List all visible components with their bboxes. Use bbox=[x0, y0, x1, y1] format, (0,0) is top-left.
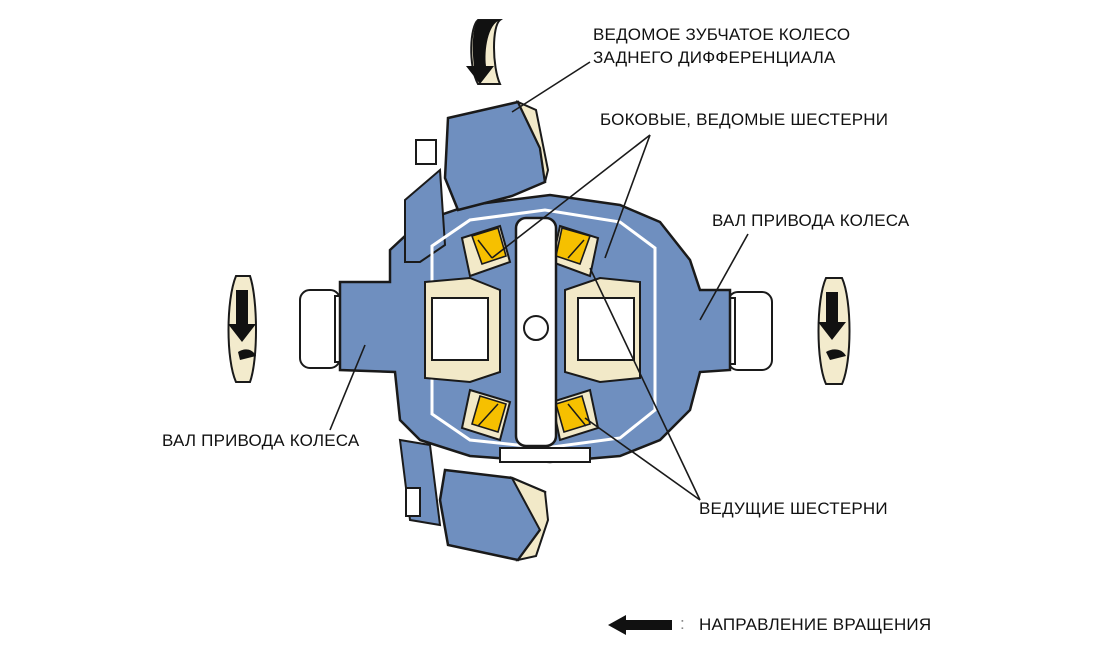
leader-ring-gear bbox=[511, 61, 591, 113]
leader-axle-right bbox=[699, 233, 749, 321]
leader-pinion-2 bbox=[584, 417, 701, 501]
leader-lines bbox=[329, 61, 749, 501]
pinion-gear-bottom-left bbox=[460, 388, 512, 442]
leader-side-gear-2 bbox=[604, 134, 651, 259]
pinion-gear-top-right bbox=[550, 224, 600, 278]
rotation-arrow-right bbox=[817, 277, 851, 385]
label-ring-gear-line1: ВЕДОМОЕ ЗУБЧАТОЕ КОЛЕСО bbox=[593, 25, 851, 44]
side-gear-right bbox=[564, 276, 641, 384]
leader-side-gear-1 bbox=[491, 134, 651, 259]
rotation-arrow-left bbox=[227, 275, 257, 383]
legend-separator: : bbox=[680, 614, 685, 633]
label-axle-left: ВАЛ ПРИВОДА КОЛЕСА bbox=[162, 431, 360, 450]
legend-arrow-icon bbox=[608, 615, 672, 635]
ring-gear bbox=[405, 99, 550, 562]
rotation-arrow-top bbox=[466, 19, 503, 85]
leader-pinion-1 bbox=[589, 267, 701, 501]
label-pinion-gears: ВЕДУЩИЕ ШЕСТЕРНИ bbox=[699, 499, 888, 518]
pinion-gear-top-left bbox=[460, 224, 512, 278]
label-axle-right: ВАЛ ПРИВОДА КОЛЕСА bbox=[712, 211, 910, 230]
legend-text: НАПРАВЛЕНИЕ ВРАЩЕНИЯ bbox=[699, 615, 932, 634]
pinion-shaft bbox=[499, 216, 591, 463]
leader-axle-left bbox=[329, 344, 366, 431]
label-ring-gear-line2: ЗАДНЕГО ДИФФЕРЕНЦИАЛА bbox=[593, 48, 836, 67]
label-side-gears: БОКОВЫЕ, ВЕДОМЫЕ ШЕСТЕРНИ bbox=[600, 110, 889, 129]
side-gear-left bbox=[424, 276, 501, 384]
